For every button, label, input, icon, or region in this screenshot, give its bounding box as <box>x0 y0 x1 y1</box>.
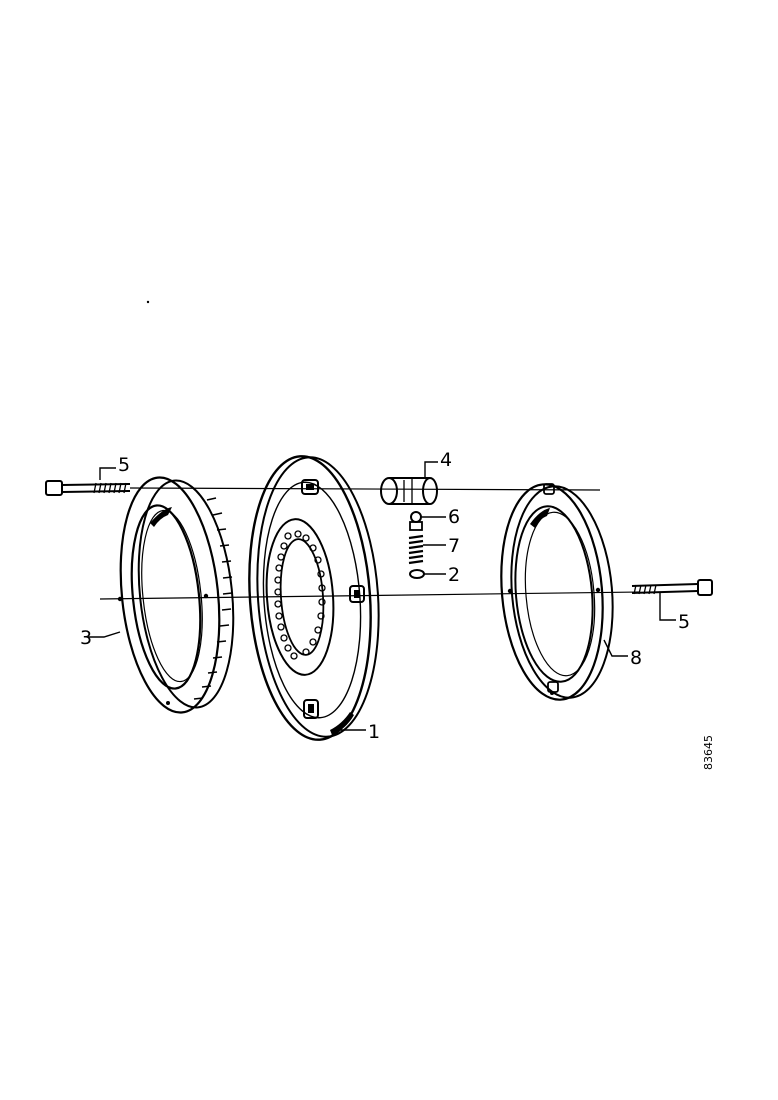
hub-spline-teeth <box>274 530 326 660</box>
callout-4: 4 <box>440 449 452 471</box>
leader-lines <box>88 461 676 731</box>
bolt-left <box>45 480 131 496</box>
callout-5-right: 5 <box>678 611 690 633</box>
synchro-hub <box>248 455 380 741</box>
detent-shoe <box>380 477 438 505</box>
detent-spring <box>408 534 424 565</box>
drawing-code: 83645 <box>702 735 715 770</box>
callout-5-left: 5 <box>118 454 130 476</box>
bolt-right <box>631 579 713 596</box>
callout-3: 3 <box>80 627 92 649</box>
callout-2: 2 <box>448 564 460 586</box>
callout-8: 8 <box>630 647 642 669</box>
callout-1: 1 <box>368 721 380 743</box>
detent-plunger <box>409 511 423 531</box>
toothed-ring <box>117 476 235 714</box>
stray-dot <box>146 300 150 304</box>
retainer-pin <box>409 569 425 579</box>
callout-7: 7 <box>448 535 460 557</box>
callout-6: 6 <box>448 506 460 528</box>
plain-ring <box>500 483 614 701</box>
